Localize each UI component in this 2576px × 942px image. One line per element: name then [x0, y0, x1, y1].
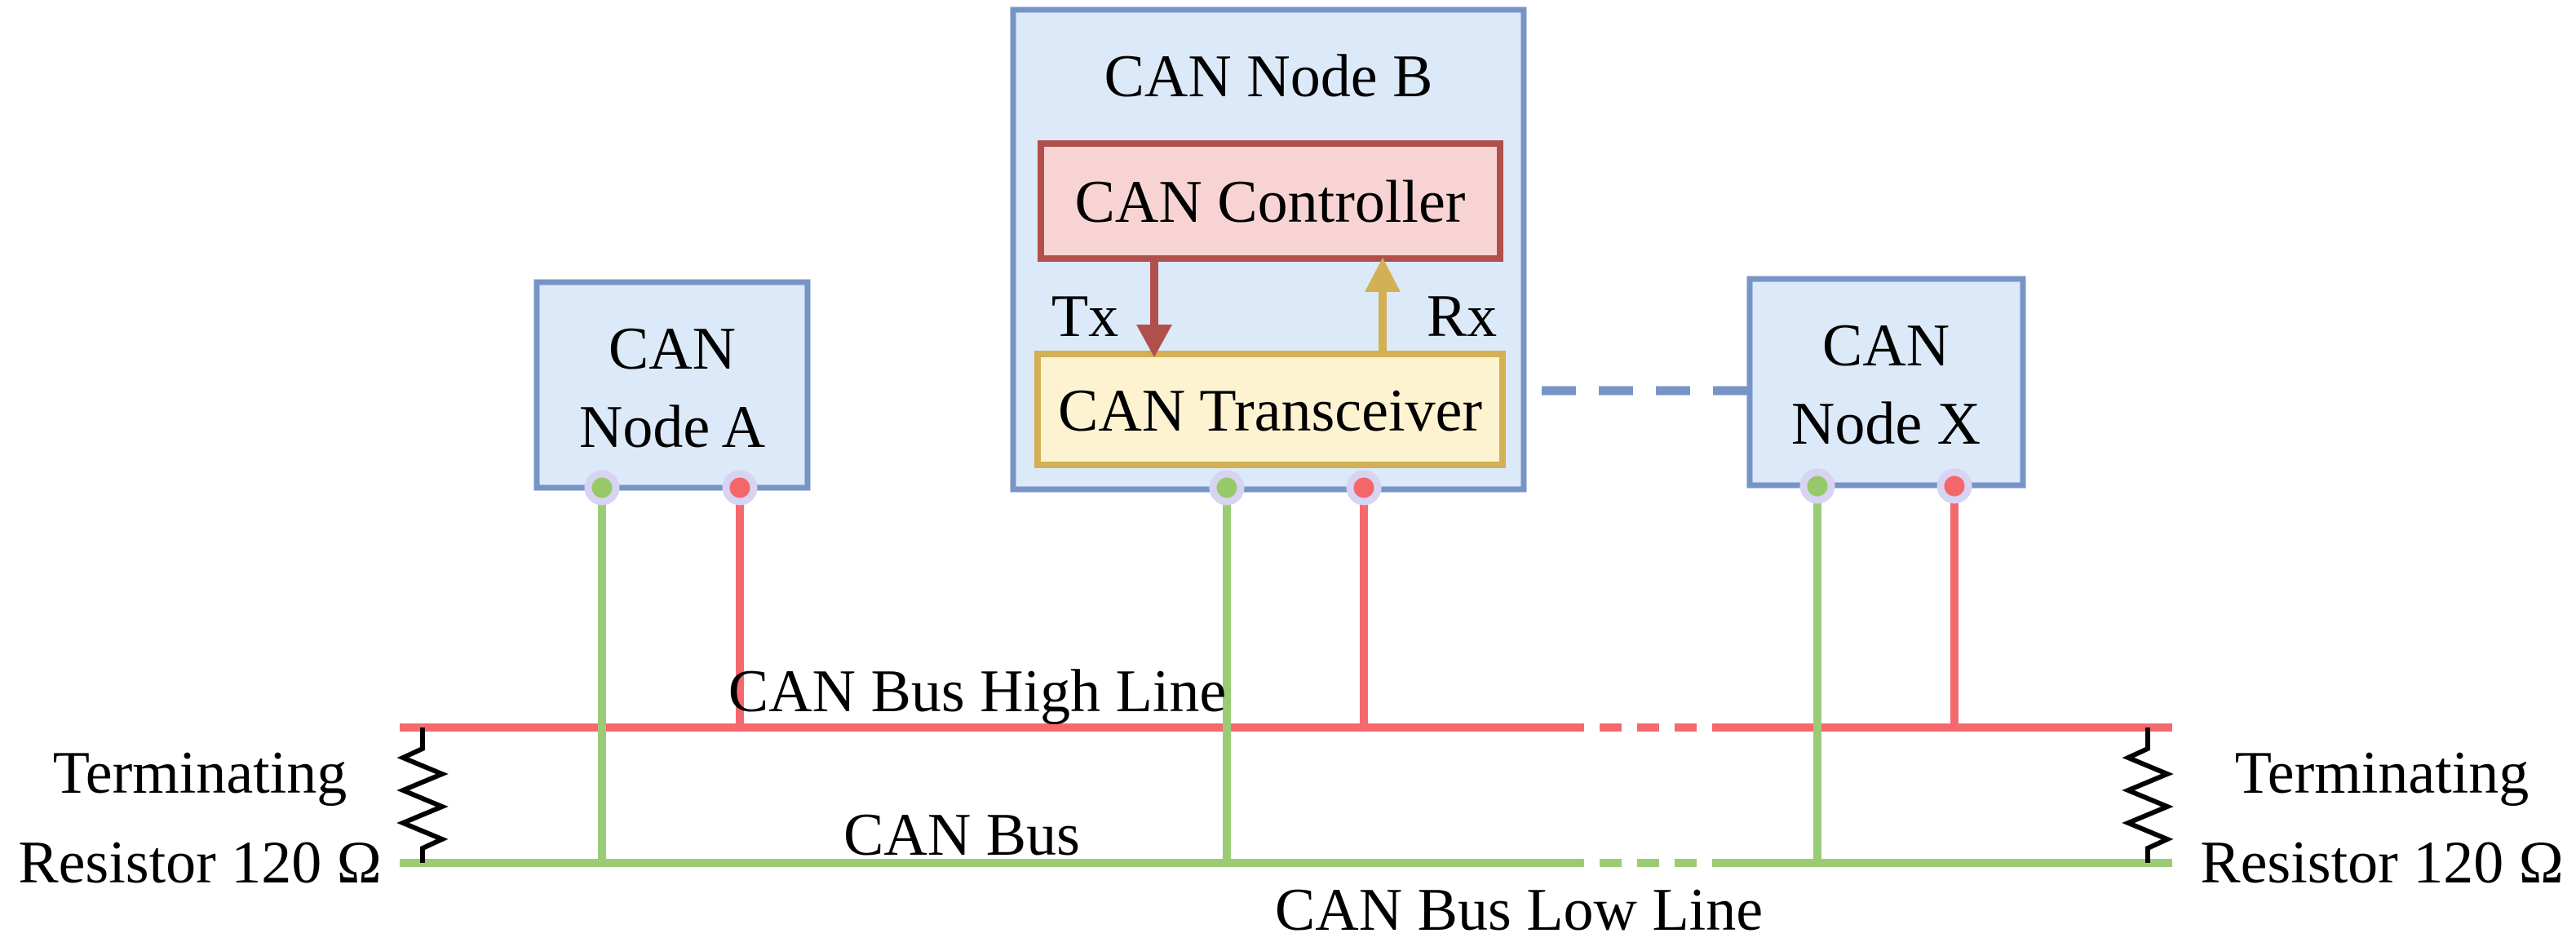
left-terminator-line2: Resistor 120 Ω	[18, 829, 382, 896]
node-a-low-connector-dot	[584, 470, 620, 506]
node-x-box	[1746, 276, 2026, 489]
can-transceiver-box	[1034, 351, 1506, 468]
node-x-label-line2: Node X	[1791, 391, 1981, 458]
node-x-label-line1: CAN	[1822, 312, 1950, 379]
node-a-label-line2: Node A	[579, 394, 765, 461]
left-terminator-label: Terminating Resistor 120 Ω	[18, 740, 382, 896]
node-a-box	[533, 279, 811, 491]
node-b-low-connector-dot	[1209, 470, 1245, 506]
right-resistor-zigzag-icon	[2122, 728, 2174, 863]
can-controller-label: CAN Controller	[1075, 169, 1466, 236]
rx-arrow-icon	[1365, 258, 1401, 353]
bus-low-line-label: CAN Bus Low Line	[1275, 877, 1763, 942]
node-b-high-connector-dot	[1346, 470, 1382, 506]
bus-label: CAN Bus	[843, 802, 1080, 869]
can-transceiver-label: CAN Transceiver	[1058, 378, 1482, 444]
node-a-high-connector-dot	[722, 470, 758, 506]
can-controller-box	[1038, 140, 1503, 262]
bus-high-line-label: CAN Bus High Line	[728, 658, 1227, 725]
rx-label: Rx	[1427, 283, 1497, 350]
node-x-high-connector-dot	[1936, 468, 1972, 504]
right-terminator-line1: Terminating	[2235, 740, 2530, 807]
tx-arrow-icon	[1136, 262, 1172, 357]
right-terminator-label: Terminating Resistor 120 Ω	[2200, 740, 2564, 896]
node-b-title: CAN Node B	[1104, 43, 1433, 110]
node-x-low-connector-dot	[1799, 468, 1835, 504]
right-terminator-line2: Resistor 120 Ω	[2200, 829, 2564, 896]
node-a-label-line1: CAN	[609, 316, 736, 383]
tx-label: Tx	[1051, 283, 1118, 350]
left-resistor-zigzag-icon	[396, 728, 449, 863]
can-node-a: CAN Node A	[533, 279, 811, 491]
can-node-b: CAN Node B CAN Controller CAN Transceive…	[1010, 7, 1527, 493]
can-node-x: CAN Node X	[1746, 276, 2026, 489]
left-terminator-line1: Terminating	[53, 740, 347, 807]
